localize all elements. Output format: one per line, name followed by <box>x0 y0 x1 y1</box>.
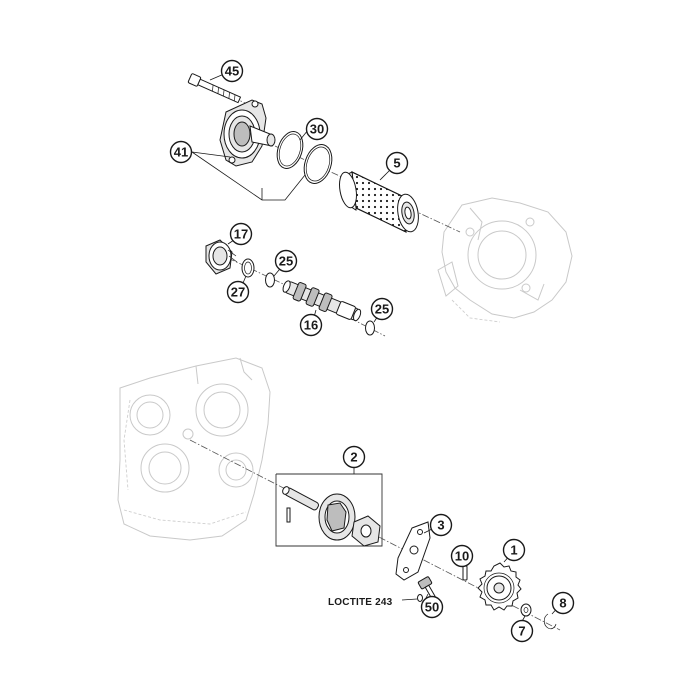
part-10-pin <box>462 565 468 581</box>
callout-16-label: 16 <box>304 318 318 333</box>
callout-10-label: 10 <box>455 549 469 564</box>
callout-8: 8 <box>551 591 575 615</box>
callout-30: 30 <box>305 117 329 141</box>
callout-25-lower: 25 <box>370 297 394 321</box>
part-1-gear <box>477 562 522 611</box>
callout-45-label: 45 <box>225 64 239 79</box>
part-45-screw <box>187 73 242 104</box>
callout-16: 16 <box>299 313 323 337</box>
callout-3-label: 3 <box>437 518 444 533</box>
callout-27-label: 27 <box>231 285 245 300</box>
part-3-pump-cover <box>395 521 431 581</box>
part-7-washer <box>520 603 532 617</box>
callout-30-label: 30 <box>310 122 324 137</box>
callout-50: 50 <box>420 595 444 619</box>
callout-3: 3 <box>429 513 453 537</box>
callout-10: 10 <box>450 544 474 568</box>
part-16-shaft <box>282 280 362 322</box>
callout-1: 1 <box>502 538 526 562</box>
part-30-o-rings <box>276 131 333 184</box>
callout-2: 2 <box>342 445 366 469</box>
part-5-oil-filter <box>339 171 419 233</box>
callout-25-upper: 25 <box>274 249 298 273</box>
part-25-o-ring-lower <box>365 320 375 336</box>
part-27-gasket <box>241 258 255 278</box>
callout-8-label: 8 <box>559 596 566 611</box>
callout-27: 27 <box>226 280 250 304</box>
callout-5: 5 <box>385 151 409 175</box>
part-17-plug-screw <box>205 239 238 275</box>
callout-17: 17 <box>229 222 253 246</box>
engine-housing-ghost-lower <box>117 357 271 541</box>
callout-50-label: 50 <box>425 600 439 615</box>
part-8-circlip <box>543 613 557 630</box>
engine-housing-ghost-upper <box>437 197 573 323</box>
part-25-o-ring-upper <box>265 272 275 288</box>
callout-5-label: 5 <box>393 156 400 171</box>
callout-7-label: 7 <box>518 624 525 639</box>
part-2-oil-pump-group <box>275 473 383 547</box>
callout-41-label: 41 <box>174 145 188 160</box>
callout-25-lower-label: 25 <box>375 302 389 317</box>
callout-45: 45 <box>220 59 244 83</box>
callout-7: 7 <box>510 619 534 643</box>
callout-2-label: 2 <box>350 450 357 465</box>
callout-41: 41 <box>169 140 193 164</box>
callout-17-label: 17 <box>234 227 248 242</box>
loctite-note: LOCTITE 243 <box>328 597 393 608</box>
callout-1-label: 1 <box>510 543 517 558</box>
part-41-filter-cover <box>219 99 276 167</box>
callout-25-upper-label: 25 <box>279 254 293 269</box>
